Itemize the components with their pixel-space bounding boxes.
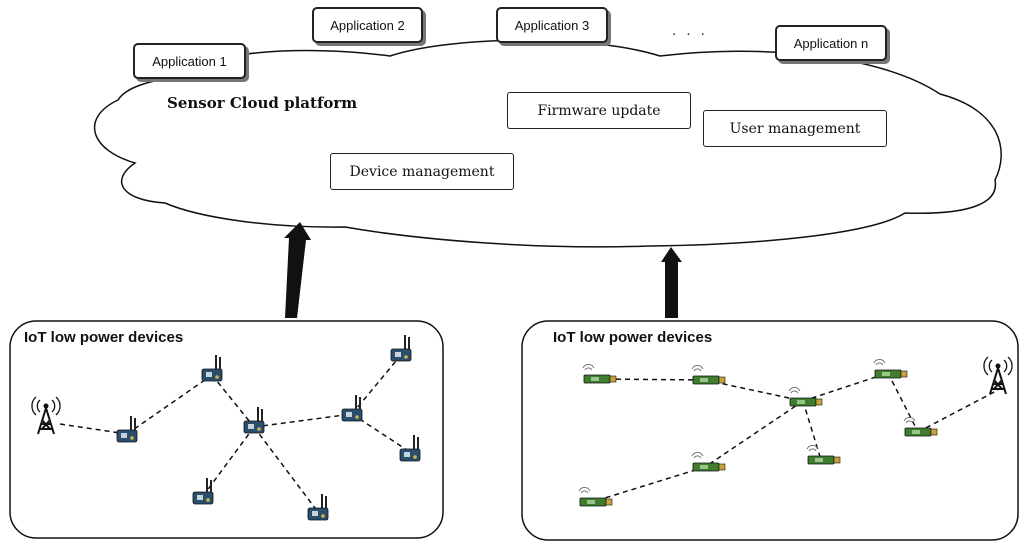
network-panel-left: [9, 320, 444, 539]
network-panel-title: IoT low power devices: [24, 329, 184, 346]
application-label: Application 1: [152, 53, 227, 69]
service-box-device-management: Device management: [330, 153, 514, 190]
service-box-firmware-update: Firmware update: [507, 92, 691, 129]
application-box: Application 3: [496, 7, 608, 43]
application-box: Application 1: [133, 43, 246, 79]
application-box: Application n: [775, 25, 887, 61]
service-label: User management: [729, 120, 861, 137]
network-panel-title: IoT low power devices: [553, 329, 713, 346]
applications-ellipsis: . . .: [672, 22, 708, 39]
cloud-title: Sensor Cloud platform: [167, 94, 358, 112]
uplink-arrow-left: [284, 222, 311, 318]
right-network-links: [591, 372, 999, 503]
application-box: Application 2: [312, 7, 423, 43]
service-label: Firmware update: [537, 102, 661, 119]
network-panel-right: [521, 320, 1019, 541]
application-label: Application 2: [330, 17, 405, 33]
service-box-user-management: User management: [703, 110, 887, 147]
application-label: Application 3: [514, 17, 590, 33]
uplink-arrow-right: [661, 247, 682, 318]
service-label: Device management: [349, 163, 495, 180]
application-label: Application n: [793, 35, 869, 51]
